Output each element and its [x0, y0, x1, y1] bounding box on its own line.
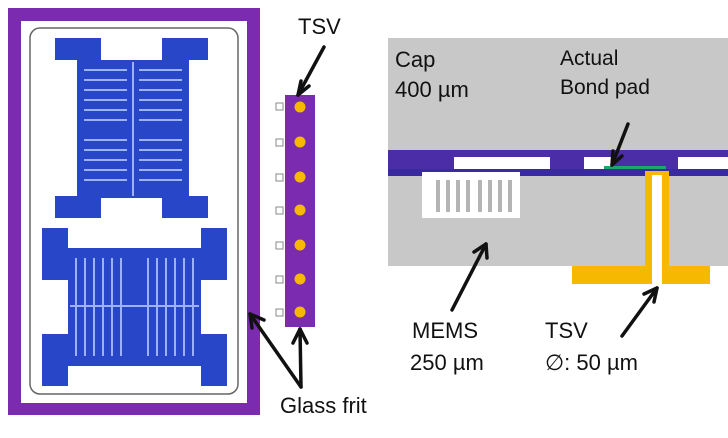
mems-upper-anchor-bl — [55, 196, 101, 218]
mems-lower-anchor-br — [201, 334, 227, 386]
tsv-via-inner — [652, 175, 662, 284]
label-cap: Cap — [395, 47, 436, 72]
chip-inner-border — [29, 27, 239, 395]
arrow-mems-head — [472, 242, 489, 260]
mems-lower-anchor-tr — [201, 228, 227, 280]
arrow-glass-frit-right — [298, 327, 303, 389]
mems-lower-combs — [70, 258, 199, 356]
label-actual: Actual — [560, 47, 619, 70]
mems-upper-anchor-tl — [55, 38, 101, 60]
arrow-tsv-top — [296, 45, 326, 97]
label-tsv-diameter: ∅: 50 µm — [545, 350, 638, 375]
arrow-glass-frit-left-head — [248, 312, 266, 330]
frit-bond-segment-1 — [388, 157, 454, 169]
arrow-bond-pad — [610, 122, 630, 167]
label-cap-thickness: 400 µm — [395, 77, 469, 102]
label-mems: MEMS — [412, 318, 478, 343]
mems-upper-anchor-tr — [162, 38, 208, 60]
tsv-pad-right — [668, 266, 710, 284]
bond-pad — [604, 166, 666, 171]
bond-gap-3 — [678, 157, 728, 169]
bond-gap-1 — [454, 157, 550, 169]
cross-section — [388, 38, 728, 284]
mems-lower-anchor-bl — [42, 334, 68, 386]
frit-layer-top — [388, 150, 728, 157]
frit-bond-segment-2 — [550, 157, 584, 169]
mems-upper-anchor-br — [162, 196, 208, 218]
mems-upper-combs — [84, 62, 182, 196]
arrow-mems — [450, 242, 488, 312]
mems-comb-fingers — [436, 180, 512, 212]
label-tsv-bottom: TSV — [545, 318, 588, 343]
tsv-strip — [275, 95, 315, 327]
frit-layer-bottom — [388, 169, 728, 176]
label-tsv-top: TSV — [298, 14, 341, 39]
cap-wafer — [388, 38, 728, 152]
arrow-tsv-bottom-head — [642, 286, 659, 304]
arrow-bond-pad-head — [610, 149, 624, 167]
mems-lower-anchor-tl — [42, 228, 68, 280]
arrow-glass-frit-left — [248, 312, 303, 389]
tsv-pads — [275, 102, 284, 317]
mems-structure-lower — [42, 228, 227, 386]
label-mems-thickness: 250 µm — [410, 350, 484, 375]
chip-top-view — [8, 8, 260, 415]
arrow-tsv-bottom — [620, 286, 659, 338]
label-bond-pad: Bond pad — [560, 76, 650, 99]
arrow-tsv-top-head — [296, 79, 311, 97]
arrow-glass-frit-right-head — [291, 327, 309, 345]
mems-structure-upper — [55, 38, 208, 218]
tsv-pad-left — [572, 266, 646, 284]
arrow-icon — [248, 45, 659, 389]
label-glass-frit: Glass frit — [280, 393, 367, 418]
tsv-dot-icon — [294, 101, 306, 318]
